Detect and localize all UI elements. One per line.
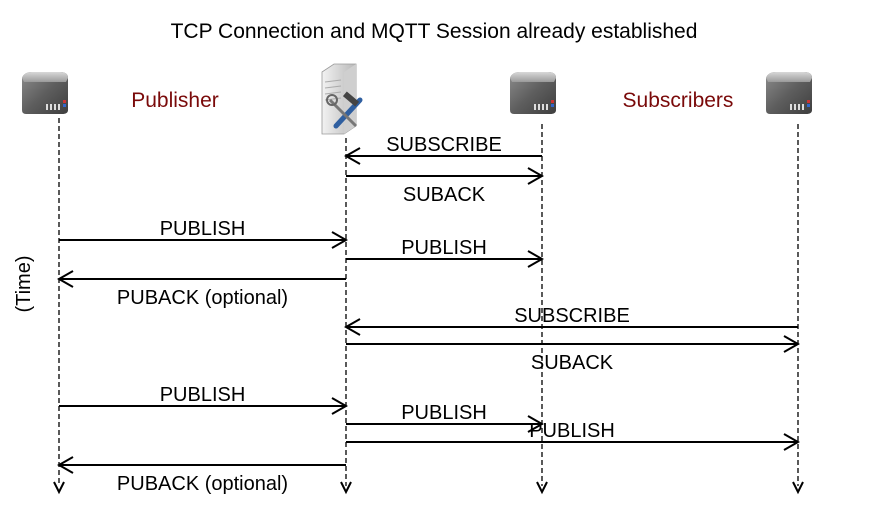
message-arrowhead: [343, 147, 361, 165]
lifeline-arrowhead-subscriber1: [536, 481, 548, 495]
subscriber-2-server-icon: [766, 72, 812, 114]
message-label: PUBLISH: [401, 237, 487, 259]
message-publish: PUBLISH: [59, 384, 349, 415]
message-arrowhead: [56, 456, 74, 474]
message-label: SUBACK: [531, 352, 614, 374]
message-subscribe: SUBSCRIBE: [343, 134, 542, 165]
message-label: SUBACK: [403, 184, 486, 206]
message-subscribe: SUBSCRIBE: [343, 305, 798, 336]
message-publish: PUBLISH: [346, 237, 545, 268]
message-suback: SUBACK: [346, 335, 801, 374]
message-arrowhead: [527, 167, 545, 185]
lifeline-arrowhead-subscriber2: [792, 481, 804, 495]
lifeline-arrowhead-broker: [340, 481, 352, 495]
subscriber-1-server-icon: [510, 72, 556, 114]
publisher-server-icon: [22, 72, 68, 114]
message-arrowhead: [343, 318, 361, 336]
message-arrowhead: [527, 250, 545, 268]
message-arrowhead: [783, 433, 801, 451]
message-publish: PUBLISH: [346, 402, 545, 433]
message-label: PUBLISH: [160, 384, 246, 406]
message-label: PUBLISH: [160, 218, 246, 240]
subscribers-label: Subscribers: [623, 89, 734, 112]
message-puback-optional: PUBACK (optional): [56, 270, 346, 309]
publisher-label: Publisher: [131, 89, 219, 112]
message-label: PUBLISH: [529, 420, 615, 442]
message-publish: PUBLISH: [59, 218, 349, 249]
lifeline-arrowhead-publisher: [53, 481, 65, 495]
message-arrowhead: [783, 335, 801, 353]
message-arrowhead: [527, 415, 545, 433]
message-publish: PUBLISH: [346, 420, 801, 451]
broker-server-tools-icon: [321, 63, 363, 135]
message-label: PUBLISH: [401, 402, 487, 424]
message-label: SUBSCRIBE: [514, 305, 630, 327]
message-puback-optional: PUBACK (optional): [56, 456, 346, 495]
message-label: PUBACK (optional): [117, 473, 288, 495]
message-arrowhead: [331, 231, 349, 249]
diagram-title: TCP Connection and MQTT Session already …: [171, 20, 698, 43]
time-axis-label: (Time): [13, 255, 35, 312]
message-suback: SUBACK: [346, 167, 545, 206]
message-label: SUBSCRIBE: [386, 134, 502, 156]
message-label: PUBACK (optional): [117, 287, 288, 309]
message-arrowhead: [56, 270, 74, 288]
message-arrowhead: [331, 397, 349, 415]
